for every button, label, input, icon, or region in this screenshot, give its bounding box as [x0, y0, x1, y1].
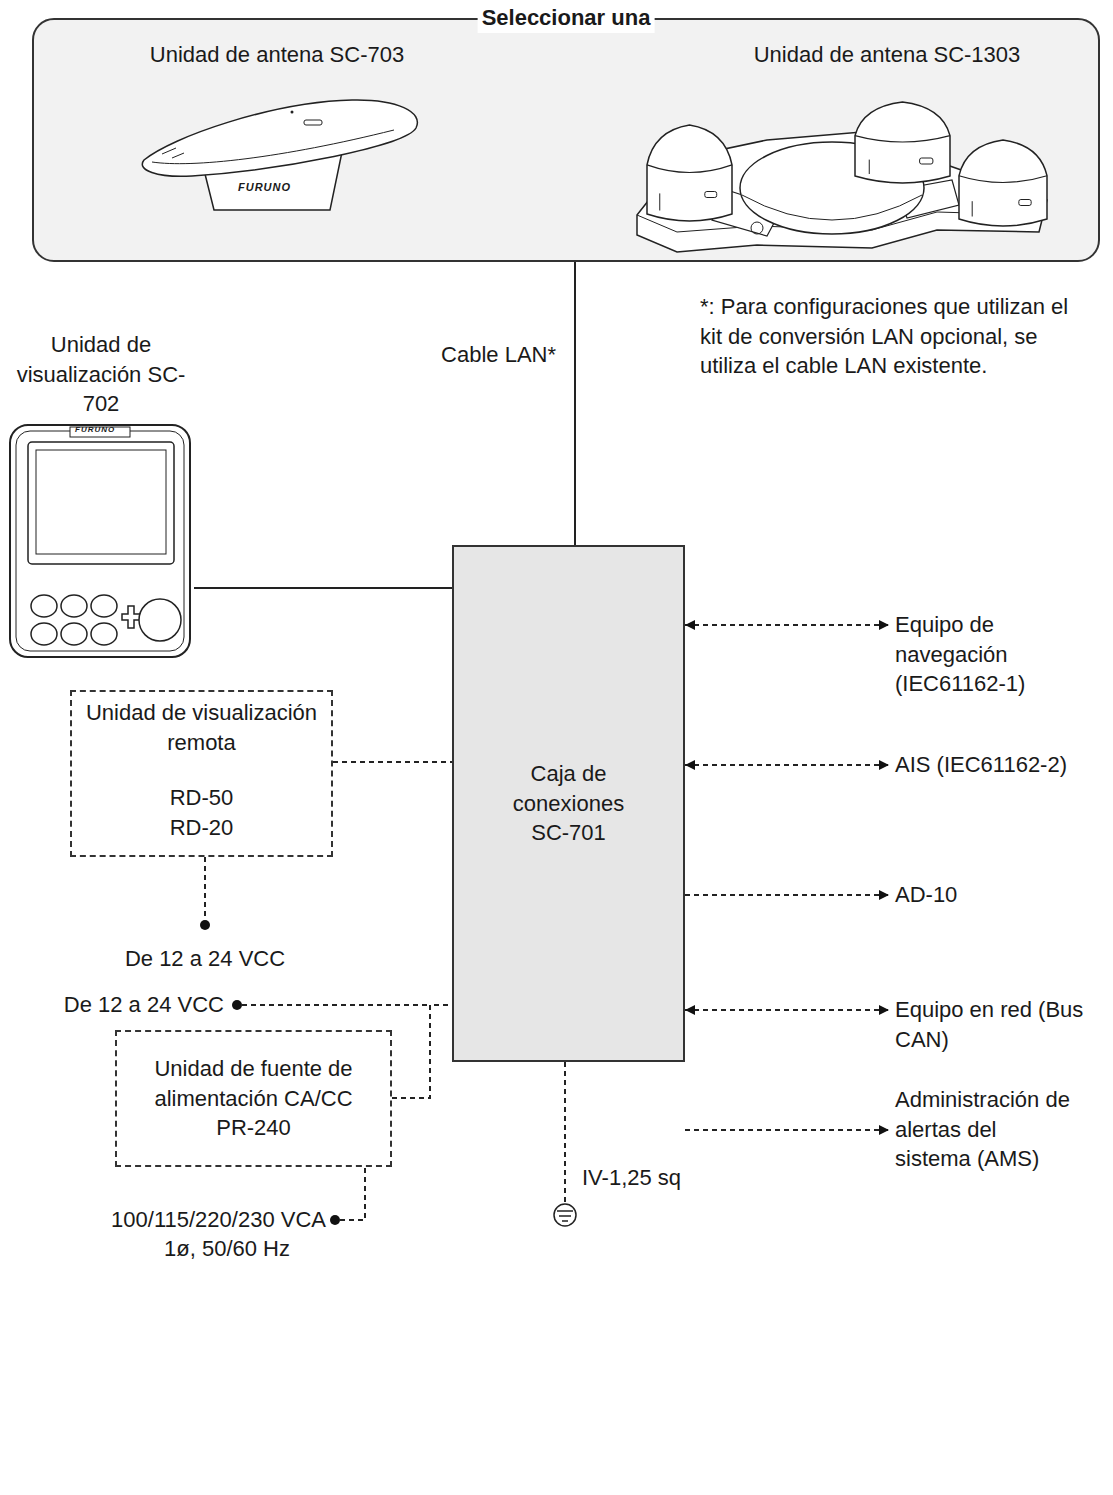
power-spec: De 12 a 24 VCC [125, 944, 285, 974]
illustration-part [139, 599, 181, 641]
junction-box: Caja de conexiones SC-701 [452, 545, 685, 1062]
illustration-part [152, 130, 394, 164]
ground-wire [564, 1062, 566, 1203]
illustration-part [10, 425, 190, 657]
illustration-part [162, 148, 184, 158]
illustration-part [142, 100, 417, 176]
ground-symbol [554, 1204, 576, 1226]
antenna-unit: Unidad de antena SC-1303 [607, 40, 1057, 255]
external-equipment: AD-10 [895, 880, 1100, 910]
illustration-part [1019, 200, 1031, 206]
illustration-part [31, 595, 181, 645]
illustration-part [659, 193, 660, 210]
connector [333, 761, 452, 763]
unit-illustration [132, 40, 422, 230]
node-label: Unidad de antena SC-1303 [754, 40, 1021, 70]
terminal-dot [200, 920, 210, 930]
remote-power-wire [204, 857, 206, 920]
cable-spec: IV-1,25 sq [582, 1163, 681, 1193]
illustration-part [304, 120, 322, 125]
node-label: Administración de alertas del sistema (A… [895, 1085, 1075, 1174]
connector [685, 1129, 889, 1131]
brand-mark: FURUNO [75, 425, 115, 436]
node-label: Caja de conexiones SC-701 [494, 759, 643, 848]
power-spec: 1ø, 50/60 Hz [164, 1234, 290, 1264]
selection-group: Seleccionar unaUnidad de antena SC-703Un… [32, 18, 1100, 262]
illustration-part [647, 165, 732, 173]
illustration-part [28, 442, 174, 564]
illustration-part [122, 606, 140, 628]
illustration-part [751, 222, 763, 234]
node-label: AIS (IEC61162-2) [895, 750, 1067, 780]
node-label: Unidad de antena SC-703 [150, 40, 404, 70]
connector [685, 624, 889, 626]
illustration-part [855, 102, 950, 183]
ground-bars [557, 1211, 573, 1221]
antenna-unit: Unidad de antena SC-703 [132, 40, 422, 230]
remote-display-box: Unidad de visualización remotaRD-50 RD-2… [70, 690, 333, 857]
connector [574, 262, 576, 545]
node-label: AD-10 [895, 880, 957, 910]
illustration-part [972, 201, 973, 216]
illustration-part [920, 158, 933, 164]
node-label: RD-50 RD-20 [162, 783, 242, 842]
unit-illustration [607, 40, 1057, 255]
node-label: Equipo en red (Bus CAN) [895, 995, 1100, 1054]
illustration-part [855, 136, 950, 142]
brand-mark: FURUNO [238, 180, 291, 195]
node-label: Unidad de fuente de alimentación CA/CC P… [137, 1054, 370, 1143]
illustration-part [291, 111, 294, 114]
external-equipment: Equipo en red (Bus CAN) [895, 995, 1100, 1055]
illustration-part [91, 595, 117, 617]
ground-circle [554, 1204, 576, 1226]
illustration-part [959, 140, 1047, 226]
node-label: Unidad de visualización remota [82, 698, 321, 757]
group-title: Seleccionar una [478, 3, 655, 33]
illustration-part [742, 195, 922, 220]
display-unit: Unidad de visualización SC-702 [8, 330, 194, 660]
terminal-dot [232, 1000, 242, 1010]
illustration-part [16, 431, 184, 651]
connector [392, 1005, 452, 1098]
terminal-dot [330, 1215, 340, 1225]
connector [685, 764, 889, 766]
connector [194, 587, 452, 589]
illustration-part [61, 595, 87, 617]
illustration-part [91, 623, 117, 645]
node-label: Unidad de visualización SC-702 [8, 330, 194, 419]
illustration-part [647, 125, 732, 221]
connector [685, 1009, 889, 1011]
external-equipment: Equipo de navegación (IEC61162-1) [895, 610, 1100, 700]
power-spec: 100/115/220/230 VCA [111, 1205, 326, 1235]
node-label: Equipo de navegación (IEC61162-1) [895, 610, 1100, 699]
illustration-part [36, 450, 166, 554]
footnote: *: Para configuraciones que utilizan el … [700, 292, 1080, 381]
illustration-part [31, 595, 57, 617]
edge-label: Cable LAN* [441, 340, 556, 370]
external-equipment: AIS (IEC61162-2) [895, 750, 1100, 810]
ac-power-wire [340, 1167, 365, 1220]
external-equipment: Administración de alertas del sistema (A… [895, 1085, 1075, 1175]
illustration-part [869, 160, 870, 174]
illustration-part [705, 192, 717, 198]
dc-power-wire [242, 1004, 430, 1006]
connector [685, 894, 889, 896]
illustration-part [31, 623, 57, 645]
illustration-part [61, 623, 87, 645]
power-spec: De 12 a 24 VCC [64, 990, 224, 1020]
illustration-part [959, 176, 1047, 183]
power-supply-box: Unidad de fuente de alimentación CA/CC P… [115, 1030, 392, 1167]
